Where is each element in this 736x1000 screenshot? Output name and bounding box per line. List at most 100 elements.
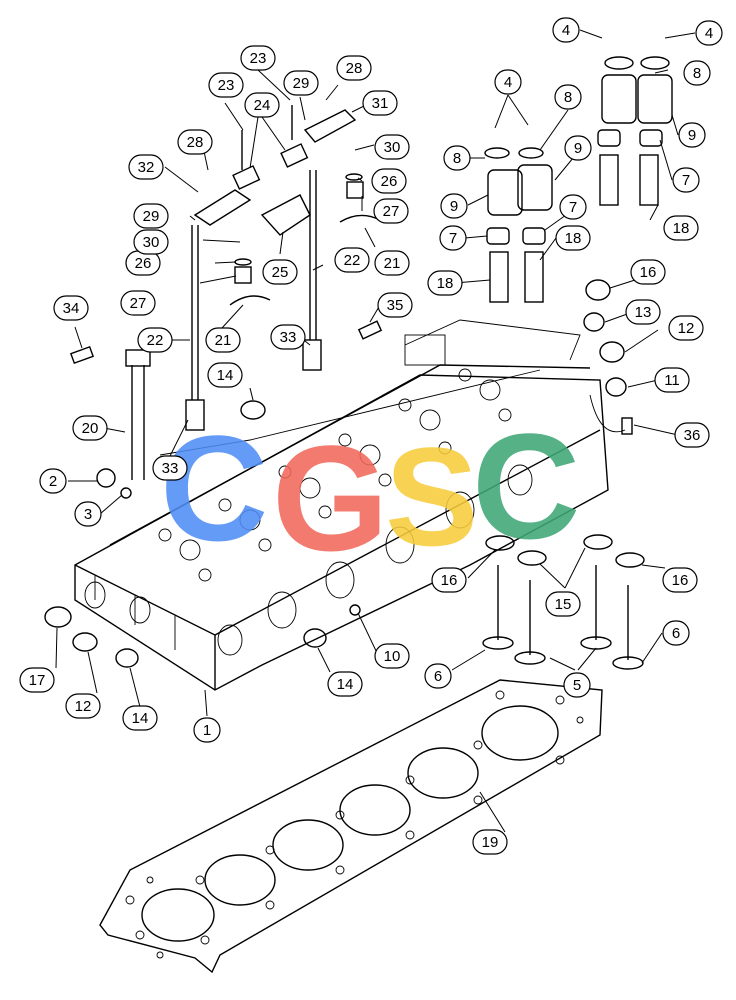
callout-bubble bbox=[440, 193, 468, 219]
callout-c8b: 8 bbox=[554, 84, 582, 110]
callout-bubble bbox=[683, 60, 711, 86]
callout-bubble bbox=[207, 362, 243, 388]
callout-label: 21 bbox=[384, 255, 401, 272]
callout-bubble bbox=[443, 145, 471, 171]
callout-label: 26 bbox=[381, 173, 398, 190]
callout-bubble bbox=[630, 259, 666, 285]
callout-c16c: 16 bbox=[662, 567, 698, 593]
callout-c7c: 7 bbox=[672, 167, 700, 193]
callout-c11: 11 bbox=[654, 367, 690, 393]
callout-label: 4 bbox=[562, 22, 570, 39]
callout-c34: 34 bbox=[53, 295, 89, 321]
callout-bubble bbox=[327, 671, 363, 697]
callout-label: 23 bbox=[250, 50, 267, 67]
callout-label: 24 bbox=[254, 97, 271, 114]
callout-bubble bbox=[362, 90, 398, 116]
callout-label: 9 bbox=[574, 140, 582, 157]
callout-c10: 10 bbox=[374, 643, 410, 669]
callout-c18c: 18 bbox=[663, 215, 699, 241]
callout-label: 17 bbox=[29, 672, 46, 689]
callout-bubble bbox=[240, 45, 276, 71]
callout-label: 6 bbox=[434, 668, 442, 685]
callout-bubble bbox=[39, 468, 67, 494]
callout-bubble bbox=[563, 672, 591, 698]
callout-bubble bbox=[336, 55, 372, 81]
callout-c28a: 28 bbox=[177, 129, 213, 155]
callout-c9a: 9 bbox=[440, 193, 468, 219]
callout-bubble bbox=[668, 315, 704, 341]
callout-c18b: 18 bbox=[555, 225, 591, 251]
callout-c14b: 14 bbox=[327, 671, 363, 697]
callout-label: 1 bbox=[203, 722, 211, 739]
callout-label: 7 bbox=[569, 199, 577, 216]
callout-c33a: 33 bbox=[152, 455, 188, 481]
callout-label: 14 bbox=[337, 676, 354, 693]
callout-label: 12 bbox=[678, 320, 695, 337]
callout-bubble bbox=[695, 20, 723, 46]
callout-label: 21 bbox=[215, 332, 232, 349]
callout-bubble bbox=[431, 567, 467, 593]
callout-bubble bbox=[244, 92, 280, 118]
callout-c12a: 12 bbox=[668, 315, 704, 341]
callout-bubble bbox=[662, 620, 690, 646]
callout-c32: 32 bbox=[128, 154, 164, 180]
callout-bubble bbox=[53, 295, 89, 321]
callout-bubble bbox=[672, 167, 700, 193]
callout-label: 3 bbox=[84, 506, 92, 523]
callout-bubble bbox=[374, 643, 410, 669]
callout-bubble bbox=[625, 299, 661, 325]
callout-c18a: 18 bbox=[427, 270, 463, 296]
callout-c2: 2 bbox=[39, 468, 67, 494]
callout-bubble bbox=[152, 455, 188, 481]
callout-c26a: 26 bbox=[125, 250, 161, 276]
callout-c20: 20 bbox=[72, 415, 108, 441]
callout-label: 16 bbox=[672, 572, 689, 589]
callout-label: 29 bbox=[143, 208, 160, 225]
watermark-letter-c2: C bbox=[472, 402, 580, 570]
watermark-letter-c1: C bbox=[160, 404, 268, 572]
callout-bubble bbox=[427, 270, 463, 296]
callout-c23b: 23 bbox=[240, 45, 276, 71]
callout-bubble bbox=[545, 591, 581, 617]
callout-label: 6 bbox=[672, 625, 680, 642]
callout-c16a: 16 bbox=[630, 259, 666, 285]
callout-bubble bbox=[662, 567, 698, 593]
callout-c29b: 29 bbox=[283, 70, 319, 96]
callout-label: 28 bbox=[187, 134, 204, 151]
callout-label: 14 bbox=[132, 710, 149, 727]
callout-c27b: 27 bbox=[373, 198, 409, 224]
callout-c8a: 8 bbox=[443, 145, 471, 171]
callout-bubble bbox=[494, 69, 522, 95]
callout-c36: 36 bbox=[674, 422, 710, 448]
callout-c16b: 16 bbox=[431, 567, 467, 593]
leader-lines bbox=[55, 29, 696, 833]
callout-bubble bbox=[663, 215, 699, 241]
callout-bubble bbox=[193, 717, 221, 743]
callout-c6a: 6 bbox=[424, 663, 452, 689]
callout-bubble bbox=[424, 663, 452, 689]
callout-bubble bbox=[373, 198, 409, 224]
watermark: C G S C bbox=[160, 402, 580, 582]
callout-c4a: 4 bbox=[552, 17, 580, 43]
callout-bubble bbox=[371, 168, 407, 194]
callout-label: 29 bbox=[293, 75, 310, 92]
callout-c22b: 22 bbox=[334, 247, 370, 273]
callout-label: 27 bbox=[130, 295, 147, 312]
callout-label: 7 bbox=[682, 172, 690, 189]
callout-label: 7 bbox=[449, 230, 457, 247]
callout-label: 27 bbox=[383, 203, 400, 220]
callout-label: 36 bbox=[684, 427, 701, 444]
callout-bubble bbox=[208, 72, 244, 98]
callout-c30b: 30 bbox=[374, 134, 410, 160]
callout-label: 30 bbox=[143, 234, 160, 251]
callout-bubble bbox=[205, 327, 241, 353]
callout-label: 26 bbox=[135, 255, 152, 272]
callout-c7b: 7 bbox=[559, 194, 587, 220]
callout-label: 28 bbox=[346, 60, 363, 77]
callout-label: 4 bbox=[705, 25, 713, 42]
callout-c9c: 9 bbox=[678, 122, 706, 148]
callout-c4c: 4 bbox=[494, 69, 522, 95]
callout-c25: 25 bbox=[262, 259, 298, 285]
callout-label: 9 bbox=[688, 127, 696, 144]
